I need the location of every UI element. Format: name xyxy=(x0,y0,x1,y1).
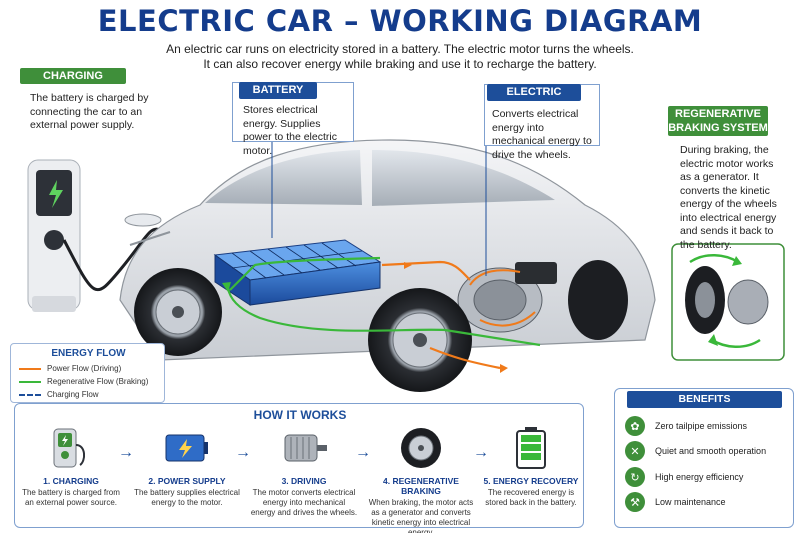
step-charging: 1. CHARGING The battery is charged from … xyxy=(17,424,125,508)
benefit-label: Low maintenance xyxy=(655,497,726,507)
step-power-supply: 2. POWER SUPPLY The battery supplies ele… xyxy=(133,424,241,508)
power-flow-arrows xyxy=(381,260,501,370)
rear-wheel xyxy=(134,268,222,356)
arrow-right-icon: → xyxy=(235,444,251,461)
blue-dashed-line-icon xyxy=(19,393,41,396)
page-title: ELECTRIC CAR – WORKING DIAGRAM xyxy=(97,4,703,38)
arrow-right-icon: → xyxy=(118,444,134,461)
mute-icon: ✕ xyxy=(625,441,645,461)
how-it-works-panel: HOW IT WORKS 1. CHARGING The battery is … xyxy=(14,403,585,533)
wrench-icon: ⚒ xyxy=(625,492,645,512)
step-regenerative-braking: 4. REGENERATIVE BRAKING When braking, th… xyxy=(367,424,475,533)
legend-label: Charging Flow xyxy=(47,390,99,399)
power-flow-arrowhead xyxy=(500,364,508,373)
step-desc: When braking, the motor acts as a genera… xyxy=(368,498,474,533)
benefit-label: High energy efficiency xyxy=(655,472,744,482)
charging-station-desc: The battery is charged by connecting the… xyxy=(30,92,149,131)
step-title: 3. DRIVING xyxy=(281,476,327,486)
electric-motor xyxy=(457,262,557,333)
step-energy-recovery: 5. ENERGY RECOVERY The recovered energy … xyxy=(477,424,585,508)
step-driving: 3. DRIVING The motor converts electrical… xyxy=(250,424,358,518)
step-desc: The battery is charged from an external … xyxy=(22,488,120,507)
leaf-icon: ✿ xyxy=(625,416,645,436)
legend-item-charging: Charging Flow xyxy=(19,390,99,399)
recycle-icon: ↻ xyxy=(625,467,645,487)
energy-flow-title: ENERGY FLOW xyxy=(51,348,126,359)
step-title: 4. REGENERATIVE BRAKING xyxy=(383,476,459,496)
benefit-item: ↻ High energy efficiency xyxy=(625,467,743,487)
legend-label: Regenerative Flow (Braking) xyxy=(47,377,149,386)
legend-label: Power Flow (Driving) xyxy=(47,364,122,373)
step-title: 5. ENERGY RECOVERY xyxy=(483,476,579,486)
benefit-label: Quiet and smooth operation xyxy=(655,446,767,456)
benefits-panel: BENEFITS ✿ Zero tailpipe emissions ✕ Qui… xyxy=(614,388,794,528)
callout-lines xyxy=(271,140,487,276)
battery-icon xyxy=(162,424,212,472)
orange-arrow-icon xyxy=(19,367,41,370)
electric-motor-desc: Converts electrical energy into mechanic… xyxy=(492,108,592,161)
battery-pack-label: BATTERY PACK xyxy=(239,82,317,113)
energy-flow-legend: ENERGY FLOW Power Flow (Driving) Regener… xyxy=(10,343,165,403)
step-desc: The recovered energy is stored back in t… xyxy=(485,488,577,507)
arrow-right-icon: → xyxy=(473,444,489,461)
battery-pack-desc: Stores electrical energy. Supplies power… xyxy=(243,104,337,157)
subtitle-line-1: An electric car runs on electricity stor… xyxy=(166,42,634,56)
battery-charged-icon xyxy=(506,424,556,472)
front-right-wheel xyxy=(568,260,628,340)
regen-braking-inset xyxy=(671,243,785,361)
legend-item-power: Power Flow (Driving) xyxy=(19,364,121,373)
green-arrow-icon xyxy=(19,380,41,383)
benefit-item: ✕ Quiet and smooth operation xyxy=(625,441,766,461)
step-desc: The motor converts electrical energy int… xyxy=(250,488,358,517)
step-title: 2. POWER SUPPLY xyxy=(148,476,226,486)
step-title: 1. CHARGING xyxy=(43,476,99,486)
step-desc: The battery supplies electrical energy t… xyxy=(134,488,240,507)
regen-label-line-2: BRAKING SYSTEM xyxy=(668,122,768,134)
power-flow-arrowhead-2 xyxy=(404,262,412,269)
wheel-icon xyxy=(396,424,446,472)
regen-flow-arrowhead xyxy=(222,282,231,292)
front-wheel xyxy=(368,288,472,392)
how-it-works-title: HOW IT WORKS xyxy=(253,408,347,422)
electric-motor-label: ELECTRIC MOTOR xyxy=(487,84,581,115)
regen-label-line-1: REGENERATIVE xyxy=(675,108,761,120)
page-subtitle: An electric car runs on electricity stor… xyxy=(0,42,800,72)
subtitle-line-2: It can also recover energy while braking… xyxy=(203,57,597,71)
benefit-label: Zero tailpipe emissions xyxy=(655,421,748,431)
regen-braking-desc: During braking, the electric motor works… xyxy=(680,144,777,251)
regen-flow-arrows xyxy=(226,256,541,347)
benefits-title: BENEFITS xyxy=(627,391,782,408)
benefit-item: ✿ Zero tailpipe emissions xyxy=(625,416,747,436)
charger-icon xyxy=(46,424,96,472)
legend-item-regen: Regenerative Flow (Braking) xyxy=(19,377,148,386)
regen-braking-label: REGENERATIVE BRAKING SYSTEM xyxy=(668,106,768,136)
motor-icon xyxy=(279,424,329,472)
charging-station-icon xyxy=(27,159,161,312)
benefit-item: ⚒ Low maintenance xyxy=(625,492,726,512)
charging-station-label: CHARGING STATION xyxy=(20,68,126,98)
arrow-right-icon: → xyxy=(355,444,371,461)
